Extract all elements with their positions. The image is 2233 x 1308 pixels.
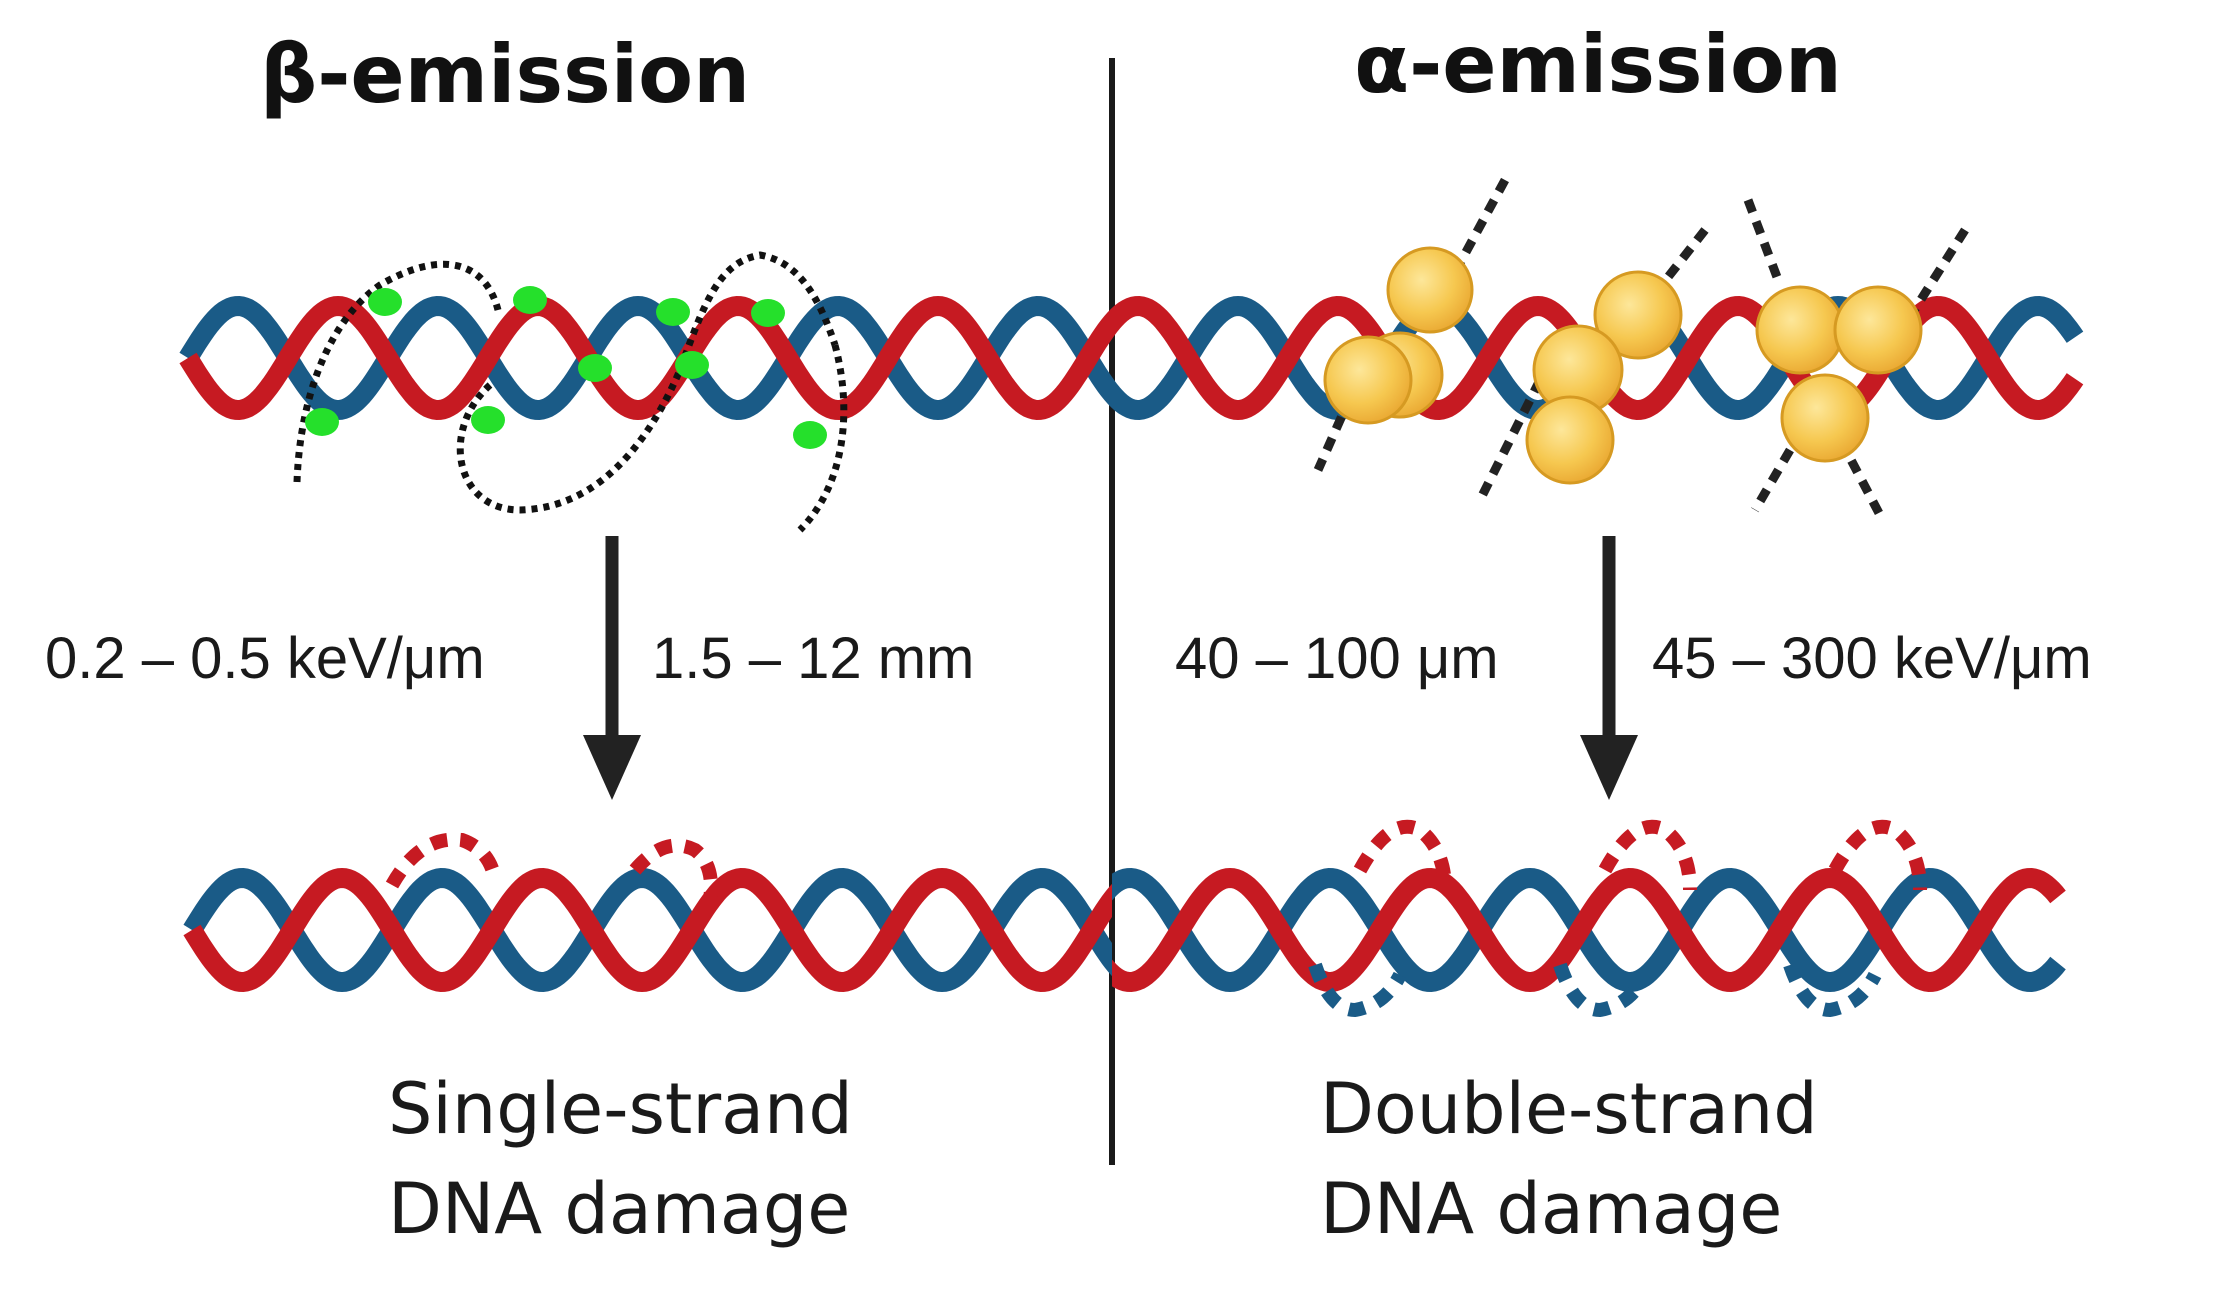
double-strand-break-red xyxy=(1598,819,1697,891)
alpha-particle xyxy=(1833,285,1923,375)
beta-electron-tracks xyxy=(293,251,848,533)
alpha-particle xyxy=(1755,285,1845,375)
alpha-range-label: 40 – 100 μm xyxy=(1175,626,1499,691)
dna-strand-blue-broken xyxy=(1112,867,2066,993)
single-strand-break xyxy=(385,832,502,889)
alpha-track-1b xyxy=(1313,373,1365,472)
alpha-particle xyxy=(1323,335,1413,425)
alpha-arrow xyxy=(1580,536,1638,800)
beta-result-line2: DNA damage xyxy=(388,1168,850,1250)
alpha-particle xyxy=(1593,270,1683,360)
double-strand-break-blue xyxy=(1308,962,1407,1018)
double-strand-break-blue xyxy=(1553,962,1652,1018)
alpha-result-line1: Double-strand xyxy=(1320,1068,1818,1150)
alpha-particles xyxy=(1323,246,1923,485)
damaged-dna-helix xyxy=(183,819,2066,1018)
dna-strand-red-broken xyxy=(183,867,1112,993)
beta-result-line1: Single-strand xyxy=(388,1068,853,1150)
single-strand-break xyxy=(629,838,718,901)
double-strand-break-blue xyxy=(1783,962,1882,1018)
beta-emission-title: β-emission xyxy=(260,28,750,121)
transition-arrows xyxy=(583,536,1638,800)
electron xyxy=(578,354,612,382)
electron xyxy=(471,406,505,434)
alpha-track-4b xyxy=(1751,447,1794,513)
electron xyxy=(751,299,785,327)
alpha-let-label: 45 – 300 keV/μm xyxy=(1652,626,2092,691)
alpha-track-3b xyxy=(1826,417,1884,518)
electron xyxy=(305,408,339,436)
electron xyxy=(675,351,709,379)
alpha-particle xyxy=(1386,246,1474,334)
beta-let-label: 0.2 – 0.5 keV/μm xyxy=(45,626,485,691)
beta-track-3 xyxy=(797,344,848,533)
dna-strand-red-broken xyxy=(1112,867,2066,993)
double-strand-break-red xyxy=(1828,819,1927,891)
electron xyxy=(513,286,547,314)
electron xyxy=(368,288,402,316)
alpha-result-line2: DNA damage xyxy=(1320,1168,1782,1250)
beta-arrow xyxy=(583,536,641,800)
alpha-particle xyxy=(1780,373,1870,463)
alpha-emission-title: α-emission xyxy=(1354,18,1842,111)
double-strand-break-red xyxy=(1353,819,1452,891)
alpha-track-4a xyxy=(1904,227,1969,323)
dna-strand-blue xyxy=(179,295,2084,421)
beta-track-2 xyxy=(456,251,839,514)
electron xyxy=(793,421,827,449)
strand-break-markers xyxy=(385,819,1927,1018)
alpha-track-3a xyxy=(1743,198,1785,287)
beta-range-label: 1.5 – 12 mm xyxy=(652,626,974,691)
electron xyxy=(656,298,690,326)
alpha-particle xyxy=(1525,395,1615,485)
beta-electrons xyxy=(305,286,827,449)
